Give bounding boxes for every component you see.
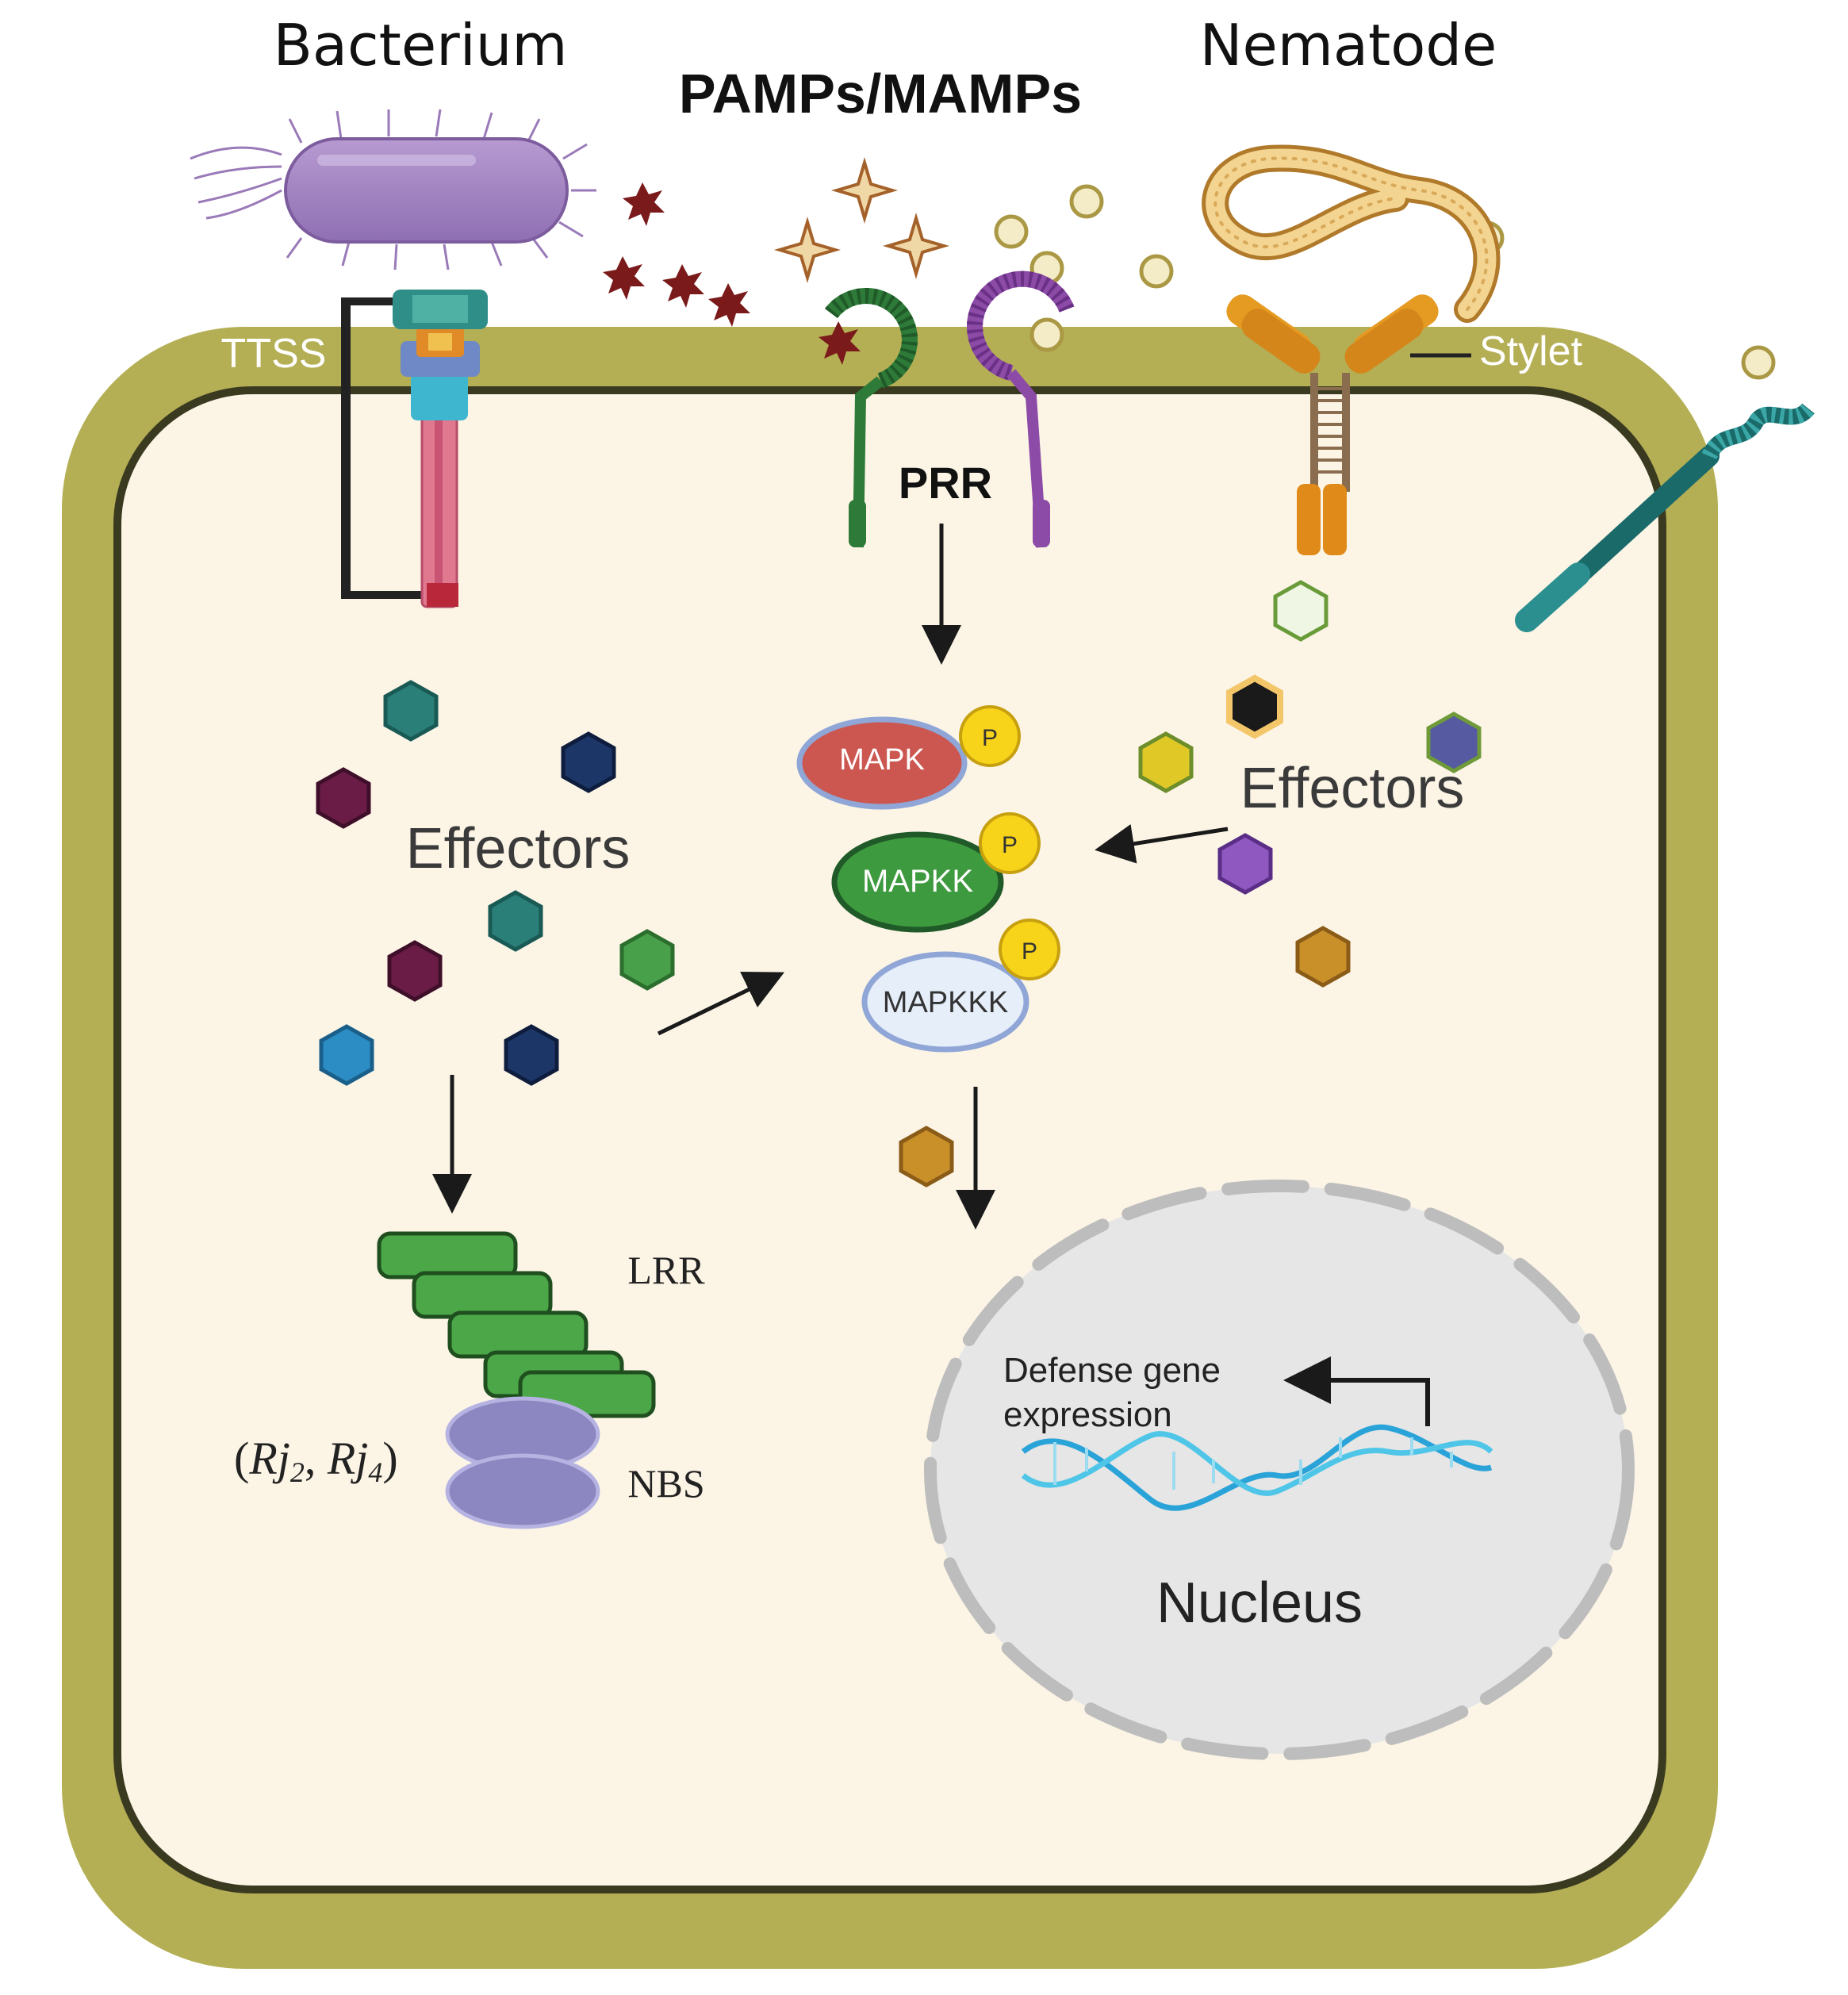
- lrr-label: LRR: [627, 1248, 705, 1292]
- nucleus-icon: [924, 1180, 1635, 1760]
- bacterium-icon: [190, 109, 596, 270]
- prr-receptor-icon: [825, 270, 1075, 548]
- mapkkk-node: [861, 951, 1029, 1053]
- nematode-icon: [1202, 144, 1501, 323]
- r-protein-icon: [377, 1231, 656, 1529]
- plant-cell: [62, 327, 1718, 1969]
- mapk-cascade: [796, 705, 1060, 1053]
- dna-icon: [1021, 1424, 1493, 1511]
- effectors-right-label: Effectors: [1240, 757, 1465, 820]
- rj-genes-label: (Rj2, Rj4): [234, 1433, 398, 1488]
- mapk-label: MAPK: [839, 743, 925, 777]
- nucleus-label: Nucleus: [1156, 1571, 1363, 1635]
- pamp-sparkle-icon: [773, 156, 950, 284]
- stylet-receptor-icon: [1226, 294, 1471, 555]
- effectors-left-label: Effectors: [406, 817, 631, 880]
- nematode-label: Nematode: [1200, 12, 1497, 79]
- prr-label: PRR: [899, 458, 992, 508]
- p-label-mapk: P: [982, 725, 998, 751]
- p-label-mapkkk: P: [1022, 938, 1037, 965]
- ttss-label: TTSS: [221, 331, 327, 377]
- phospho-mapkk: [979, 812, 1041, 874]
- mapkk-node: [831, 831, 1004, 933]
- defense-gene-label-line1: Defense gene: [1003, 1351, 1221, 1390]
- phospho-mapkkk: [999, 919, 1060, 980]
- arrows: [432, 524, 1229, 1230]
- teal-receptor-icon: [1515, 402, 1815, 632]
- transcription-arrow: [1283, 1356, 1430, 1426]
- bacterial-effectors-arrow: [657, 972, 784, 1036]
- pamp-star-icon: [603, 182, 861, 365]
- mapk-node: [796, 716, 968, 810]
- stylet-label: Stylet: [1479, 328, 1583, 374]
- mapkk-label: MAPKK: [862, 864, 973, 899]
- nbs-label: NBS: [627, 1461, 704, 1506]
- nematode-effectors-arrow: [1095, 824, 1229, 864]
- mapkkk-label: MAPKKK: [883, 986, 1008, 1019]
- bacterium-label: Bacterium: [273, 12, 567, 79]
- pamps-label: PAMPs/MAMPs: [679, 63, 1082, 125]
- ttss-icon: [341, 290, 488, 608]
- effector-hexagon-icon: [316, 580, 1482, 1326]
- p-label-mapkk: P: [1002, 832, 1018, 858]
- phospho-mapk: [959, 705, 1021, 767]
- defense-gene-label-line2: expression: [1003, 1395, 1172, 1434]
